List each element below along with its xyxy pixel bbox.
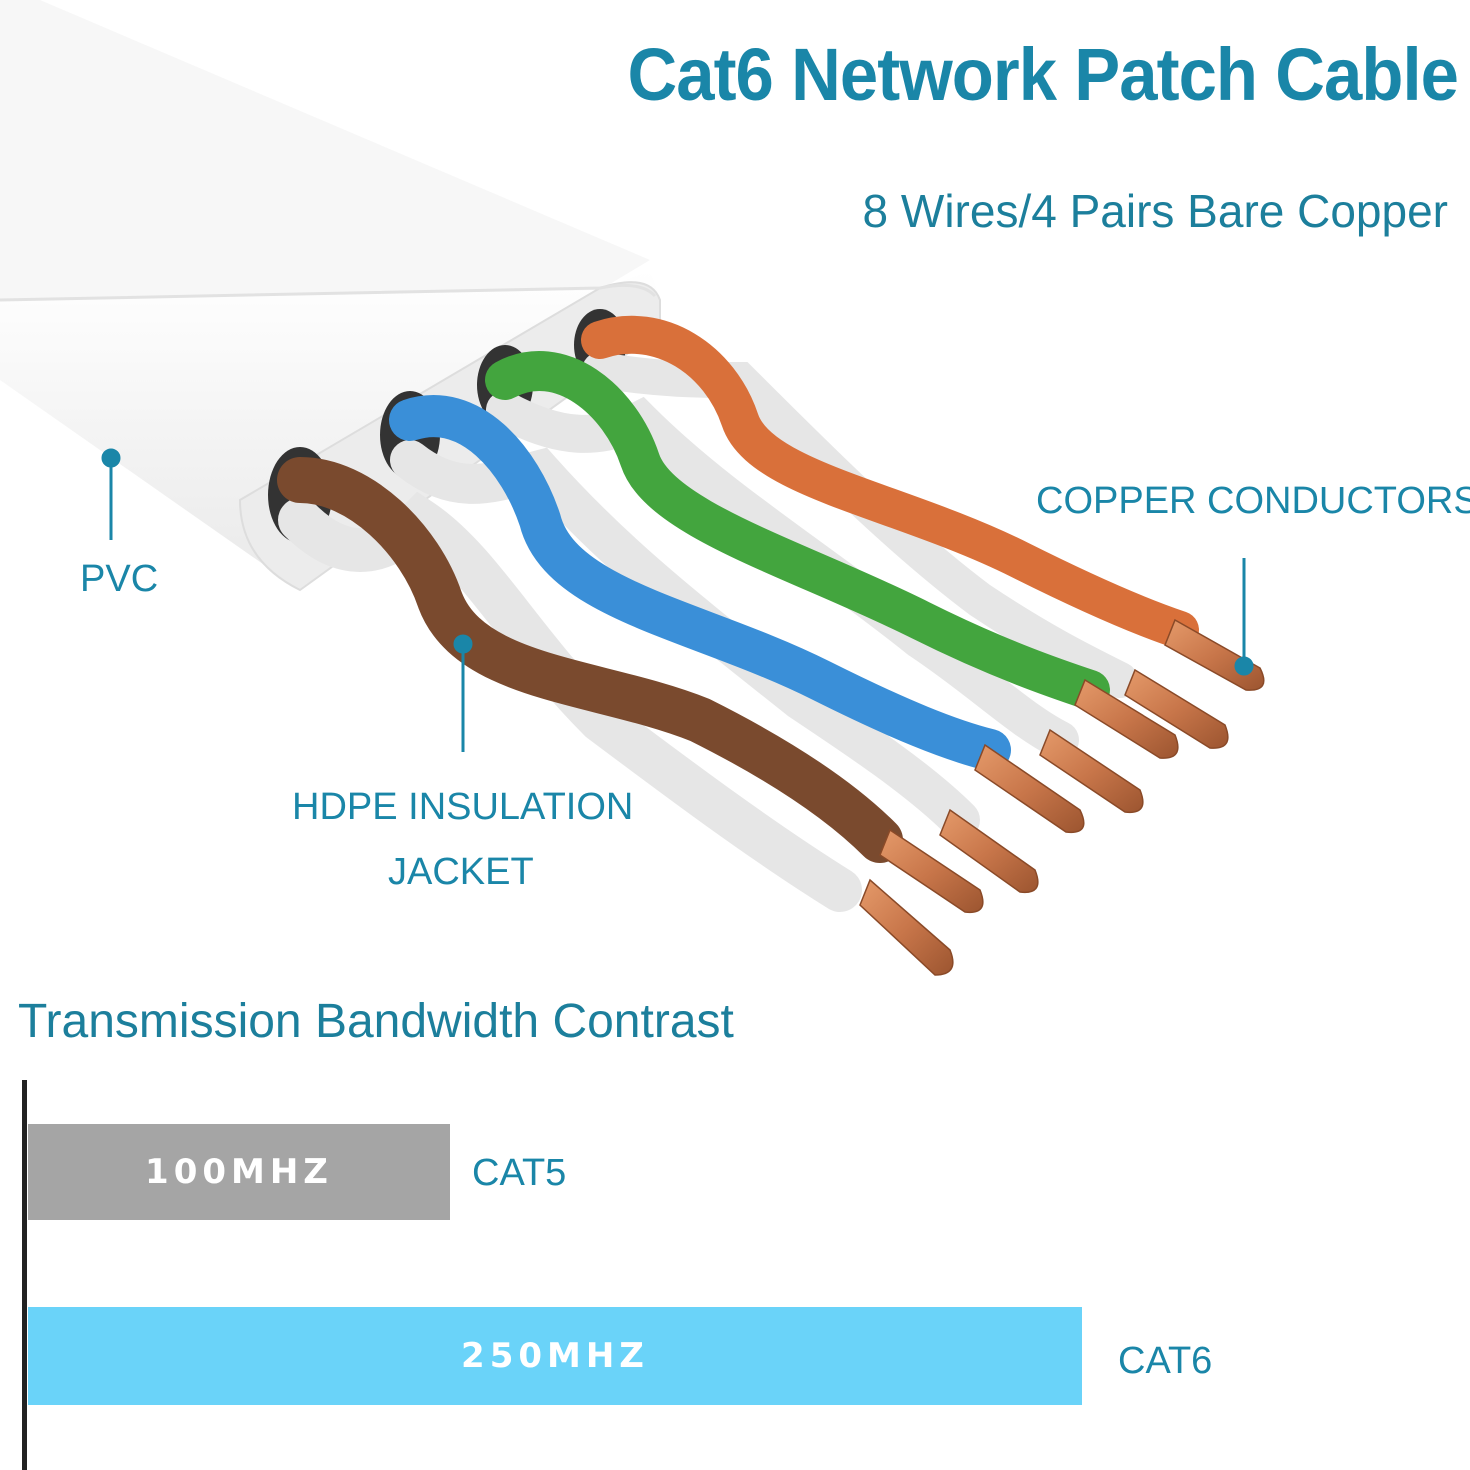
pvc-label: PVC xyxy=(80,558,159,600)
page-title: Cat6 Network Patch Cable xyxy=(627,33,1458,116)
colored-wires xyxy=(277,315,1199,863)
cat6-bar: 250MHZ xyxy=(28,1307,1082,1405)
bandwidth-heading: Transmission Bandwidth Contrast xyxy=(18,995,734,1048)
chart-axis xyxy=(22,1080,27,1470)
copper-conductors-label: COPPER CONDUCTORS xyxy=(1036,480,1470,522)
cat5-bar-label: 100MHZ xyxy=(145,1152,333,1192)
cat6-bar-label: 250MHZ xyxy=(461,1336,649,1376)
cat5-bar: 100MHZ xyxy=(28,1124,450,1220)
hdpe-label-line2: JACKET xyxy=(388,851,534,893)
cat5-name: CAT5 xyxy=(472,1152,567,1194)
page-subtitle: 8 Wires/4 Pairs Bare Copper xyxy=(862,185,1448,237)
cat6-name: CAT6 xyxy=(1118,1340,1213,1382)
hdpe-label-line1: HDPE INSULATION xyxy=(292,786,634,828)
cable-illustration xyxy=(0,270,1265,976)
callout-markers xyxy=(101,448,1254,752)
